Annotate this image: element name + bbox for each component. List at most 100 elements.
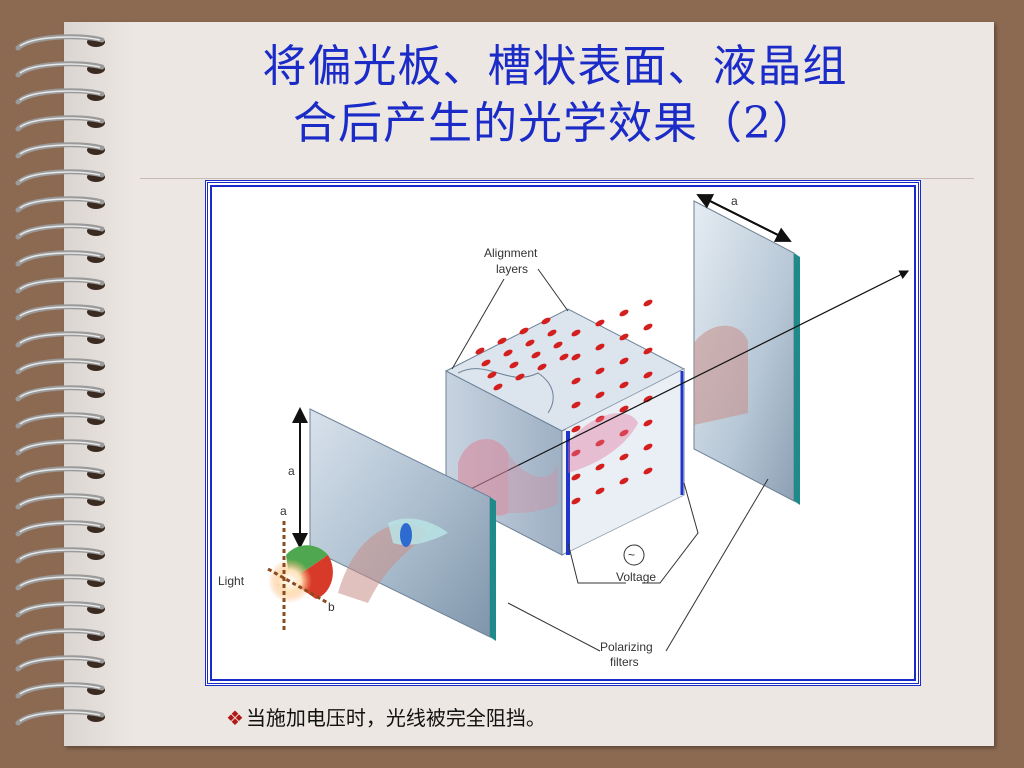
slide-title: 将偏光板、槽状表面、液晶组 合后产生的光学效果（2）	[140, 38, 970, 152]
spiral-ring	[15, 385, 105, 402]
lc-molecule	[595, 343, 605, 351]
spiral-ring	[15, 628, 105, 645]
lc-molecule	[619, 405, 629, 413]
spiral-ring	[15, 601, 105, 618]
spiral-ring	[15, 250, 105, 267]
title-line-2: 合后产生的光学效果（2）	[293, 98, 817, 149]
lc-molecule	[519, 327, 529, 335]
lc-molecule	[559, 353, 569, 361]
lc-molecule	[541, 317, 551, 325]
lc-molecule	[619, 333, 629, 341]
spiral-ring	[15, 169, 105, 186]
lc-molecule	[515, 373, 525, 381]
lc-molecule	[497, 337, 507, 345]
lc-molecule	[571, 449, 581, 457]
lc-molecule	[595, 439, 605, 447]
lc-molecule	[595, 391, 605, 399]
title-divider	[140, 178, 974, 179]
lc-molecule	[571, 377, 581, 385]
spiral-ring	[15, 331, 105, 348]
lc-molecule	[509, 361, 519, 369]
lc-molecule	[571, 425, 581, 433]
diagram-frame: a	[205, 180, 921, 686]
rear-polarizing-filter	[693, 200, 800, 505]
spiral-ring	[15, 709, 105, 726]
lc-molecule	[619, 477, 629, 485]
lc-molecule	[595, 415, 605, 423]
label-a-top: a	[731, 194, 738, 208]
spiral-ring	[15, 277, 105, 294]
lc-molecule	[643, 371, 653, 379]
spiral-ring	[15, 142, 105, 159]
lc-molecule	[503, 349, 513, 357]
lc-molecule	[643, 395, 653, 403]
spiral-ring	[15, 466, 105, 483]
lc-molecule	[643, 323, 653, 331]
lcd-polarization-diagram: a	[218, 194, 910, 669]
lc-molecule	[571, 497, 581, 505]
spiral-ring	[15, 223, 105, 240]
label-layers: layers	[496, 262, 528, 276]
light-source: a b Light	[218, 504, 335, 633]
label-a-left: a	[288, 464, 295, 478]
spiral-ring	[15, 304, 105, 321]
bullet-note: ❖当施加电压时，光线被完全阻挡。	[226, 702, 546, 731]
spiral-ring	[15, 412, 105, 429]
dimension-arrow-a-top: a	[696, 194, 792, 242]
lc-molecule	[493, 383, 503, 391]
label-polarizing: Polarizing	[600, 640, 653, 654]
polarizing-filters-callout: Polarizing filters	[507, 478, 769, 669]
voltage-symbol: ~	[628, 548, 635, 562]
lc-molecule	[487, 371, 497, 379]
lc-molecule	[547, 329, 557, 337]
spiral-ring	[15, 115, 105, 132]
lc-molecule	[571, 353, 581, 361]
lc-molecule	[643, 443, 653, 451]
spiral-ring	[15, 439, 105, 456]
lc-molecule	[553, 341, 563, 349]
label-a-small: a	[280, 504, 287, 518]
lc-molecule	[643, 299, 653, 307]
lc-molecule	[571, 473, 581, 481]
label-voltage: Voltage	[616, 570, 656, 584]
lc-molecule	[643, 467, 653, 475]
lc-molecule	[595, 319, 605, 327]
spiral-ring	[15, 88, 105, 105]
spiral-ring	[15, 61, 105, 78]
lc-molecule	[619, 453, 629, 461]
spiral-ring	[15, 196, 105, 213]
lc-molecule	[595, 463, 605, 471]
label-filters: filters	[610, 655, 639, 669]
spiral-binding	[15, 34, 105, 726]
bullet-text: 当施加电压时，光线被完全阻挡。	[245, 706, 546, 730]
lc-molecule	[525, 339, 535, 347]
spiral-ring	[15, 682, 105, 699]
lc-molecule	[481, 359, 491, 367]
label-alignment: Alignment	[484, 246, 538, 260]
lc-molecule	[571, 329, 581, 337]
label-b: b	[328, 600, 335, 614]
lc-molecule	[571, 401, 581, 409]
liquid-crystal-molecules	[475, 299, 653, 505]
spiral-ring	[15, 520, 105, 537]
lc-molecule	[619, 429, 629, 437]
lc-molecule	[531, 351, 541, 359]
spiral-ring	[15, 34, 105, 51]
dimension-arrow-a-left: a	[288, 407, 308, 549]
spiral-ring	[15, 574, 105, 591]
lc-molecule	[537, 363, 547, 371]
lc-molecule	[619, 309, 629, 317]
spiral-ring	[15, 493, 105, 510]
lc-molecule	[643, 419, 653, 427]
title-line-1: 将偏光板、槽状表面、液晶组	[262, 41, 848, 92]
lc-molecule	[619, 381, 629, 389]
spiral-ring	[15, 655, 105, 672]
spiral-ring	[15, 358, 105, 375]
front-polarizing-filter	[309, 408, 496, 641]
lc-molecule	[619, 357, 629, 365]
alignment-layers-callout: Alignment layers	[451, 246, 569, 370]
bullet-diamond-icon: ❖	[226, 706, 244, 730]
lc-molecule	[475, 347, 485, 355]
lc-molecule	[595, 487, 605, 495]
voltage-circuit: ~ Voltage	[567, 482, 699, 584]
